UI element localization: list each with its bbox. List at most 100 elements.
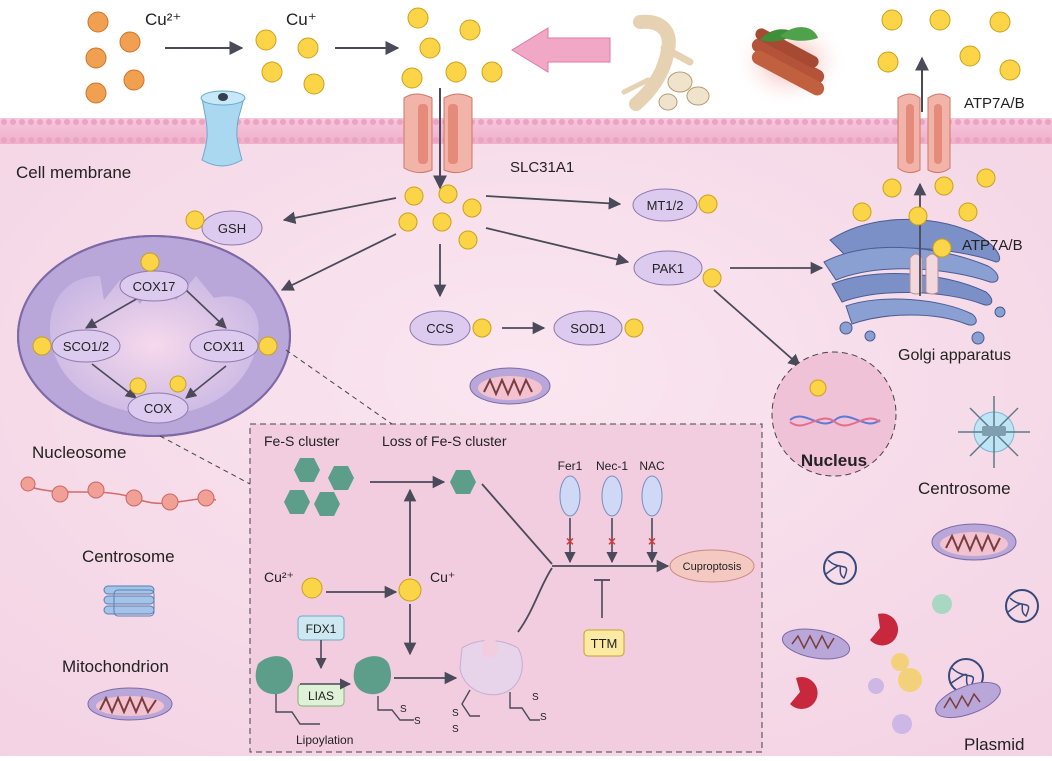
nac-inhibitor: NAC × [639, 459, 665, 564]
membrane-lipid-head [1000, 119, 1006, 125]
copper-ion [472, 318, 492, 338]
sod1-label: SOD1 [570, 321, 605, 336]
copper-ion [32, 336, 52, 356]
fes-clusters-group [284, 458, 354, 516]
membrane-lipid-head [757, 119, 763, 125]
inset-cu1-label: Cu⁺ [430, 569, 455, 585]
membrane-lipid-head [370, 137, 376, 143]
membrane-lipid-head [343, 119, 349, 125]
membrane-lipid-head [514, 137, 520, 143]
membrane-lipid-head [523, 119, 529, 125]
membrane-lipid-head [883, 137, 889, 143]
membrane-lipid-head [802, 137, 808, 143]
membrane-lipid-head [496, 137, 502, 143]
copper-ion [698, 194, 718, 214]
membrane-lipid-head [109, 137, 115, 143]
membrane-lipid-head [523, 137, 529, 143]
membrane-lipid-head [154, 119, 160, 125]
svg-text:Nec-1: Nec-1 [596, 459, 628, 473]
arrow-pak1-to-nucleus [713, 289, 801, 367]
membrane-lipid-head [1027, 119, 1033, 125]
membrane-lipid-head [46, 137, 52, 143]
copper-ion [261, 61, 283, 83]
membrane-lipid-head [721, 119, 727, 125]
membrane-lipid-head [604, 137, 610, 143]
membrane-lipid-head [613, 119, 619, 125]
membrane-lipid-head [10, 137, 16, 143]
membrane-lipid-head [73, 137, 79, 143]
membrane-lipid-head [190, 119, 196, 125]
membrane-lipid-head [685, 137, 691, 143]
membrane-lipid-head [55, 119, 61, 125]
pak1-label: PAK1 [652, 261, 684, 276]
svg-text:S: S [452, 724, 459, 735]
lias-box: LIAS [297, 683, 345, 707]
membrane-lipid-head [145, 137, 151, 143]
membrane-lipid-head [973, 119, 979, 125]
copper-ion [401, 67, 423, 89]
membrane-lipid-head [613, 137, 619, 143]
membrane-lipid-head [10, 119, 16, 125]
arrow-to-mitochondria [280, 233, 397, 291]
membrane-lipid-head [658, 119, 664, 125]
membrane-lipid-head [775, 137, 781, 143]
membrane-lipid-head [46, 119, 52, 125]
membrane-lipid-head [91, 119, 97, 125]
copper-ion [258, 336, 278, 356]
membrane-lipid-head [604, 119, 610, 125]
loss-fes-label: Loss of Fe-S cluster [382, 433, 507, 449]
membrane-lipid-head [775, 119, 781, 125]
copper-ion [185, 210, 205, 230]
membrane-lipid-head [667, 137, 673, 143]
ttm-box: TTM [583, 629, 625, 657]
membrane-lipid-head [172, 137, 178, 143]
copper-ion [297, 37, 319, 59]
membrane-lipid-head [1009, 137, 1015, 143]
membrane-lipid-head [811, 119, 817, 125]
membrane-lipid-head [136, 119, 142, 125]
membrane-lipid-head [505, 137, 511, 143]
membrane-lipid-head [874, 137, 880, 143]
membrane-lipid-head [1018, 137, 1024, 143]
membrane-lipid-head [730, 137, 736, 143]
membrane-lipid-head [154, 137, 160, 143]
membrane-lipid-head [649, 119, 655, 125]
copper-ion [702, 268, 722, 288]
membrane-lipid-head [811, 137, 817, 143]
membrane-lipid-head [280, 137, 286, 143]
membrane-lipid-head [1009, 119, 1015, 125]
membrane-lipid-head [253, 119, 259, 125]
svg-text:×: × [608, 533, 616, 549]
slc31a1-transporter [403, 93, 473, 174]
membrane-lipid-head [127, 119, 133, 125]
membrane-lipid-head [964, 137, 970, 143]
membrane-lipid-head [748, 119, 754, 125]
copper-ion [407, 7, 429, 29]
membrane-lipid-head [757, 137, 763, 143]
blue-channel-protein [200, 90, 246, 167]
copper-ion [303, 73, 325, 95]
cu2-ion [119, 31, 141, 53]
membrane-lipid-head [100, 137, 106, 143]
membrane-lipid-head [784, 119, 790, 125]
membrane-lipid-head [244, 137, 250, 143]
membrane-lipid-head [244, 119, 250, 125]
membrane-lipid-head [37, 119, 43, 125]
membrane-lipid-head [865, 119, 871, 125]
lipoylation-label: Lipoylation [296, 733, 353, 747]
membrane-lipid-head [37, 137, 43, 143]
membrane-lipid-head [55, 137, 61, 143]
membrane-lipid-head [136, 137, 142, 143]
cu2-ion-inset [301, 577, 323, 599]
membrane-lipid-head [865, 137, 871, 143]
fer1-inhibitor: Fer1 × [558, 459, 583, 564]
herbal-root-image [621, 14, 710, 111]
svg-text:NAC: NAC [639, 459, 665, 473]
membrane-lipid-head [532, 119, 538, 125]
membrane-lipid-head [433, 137, 439, 143]
membrane-lipid-head [280, 119, 286, 125]
membrane-lipid-head [352, 119, 358, 125]
membrane-lipid-head [298, 137, 304, 143]
arrow-to-mt12 [485, 195, 622, 210]
